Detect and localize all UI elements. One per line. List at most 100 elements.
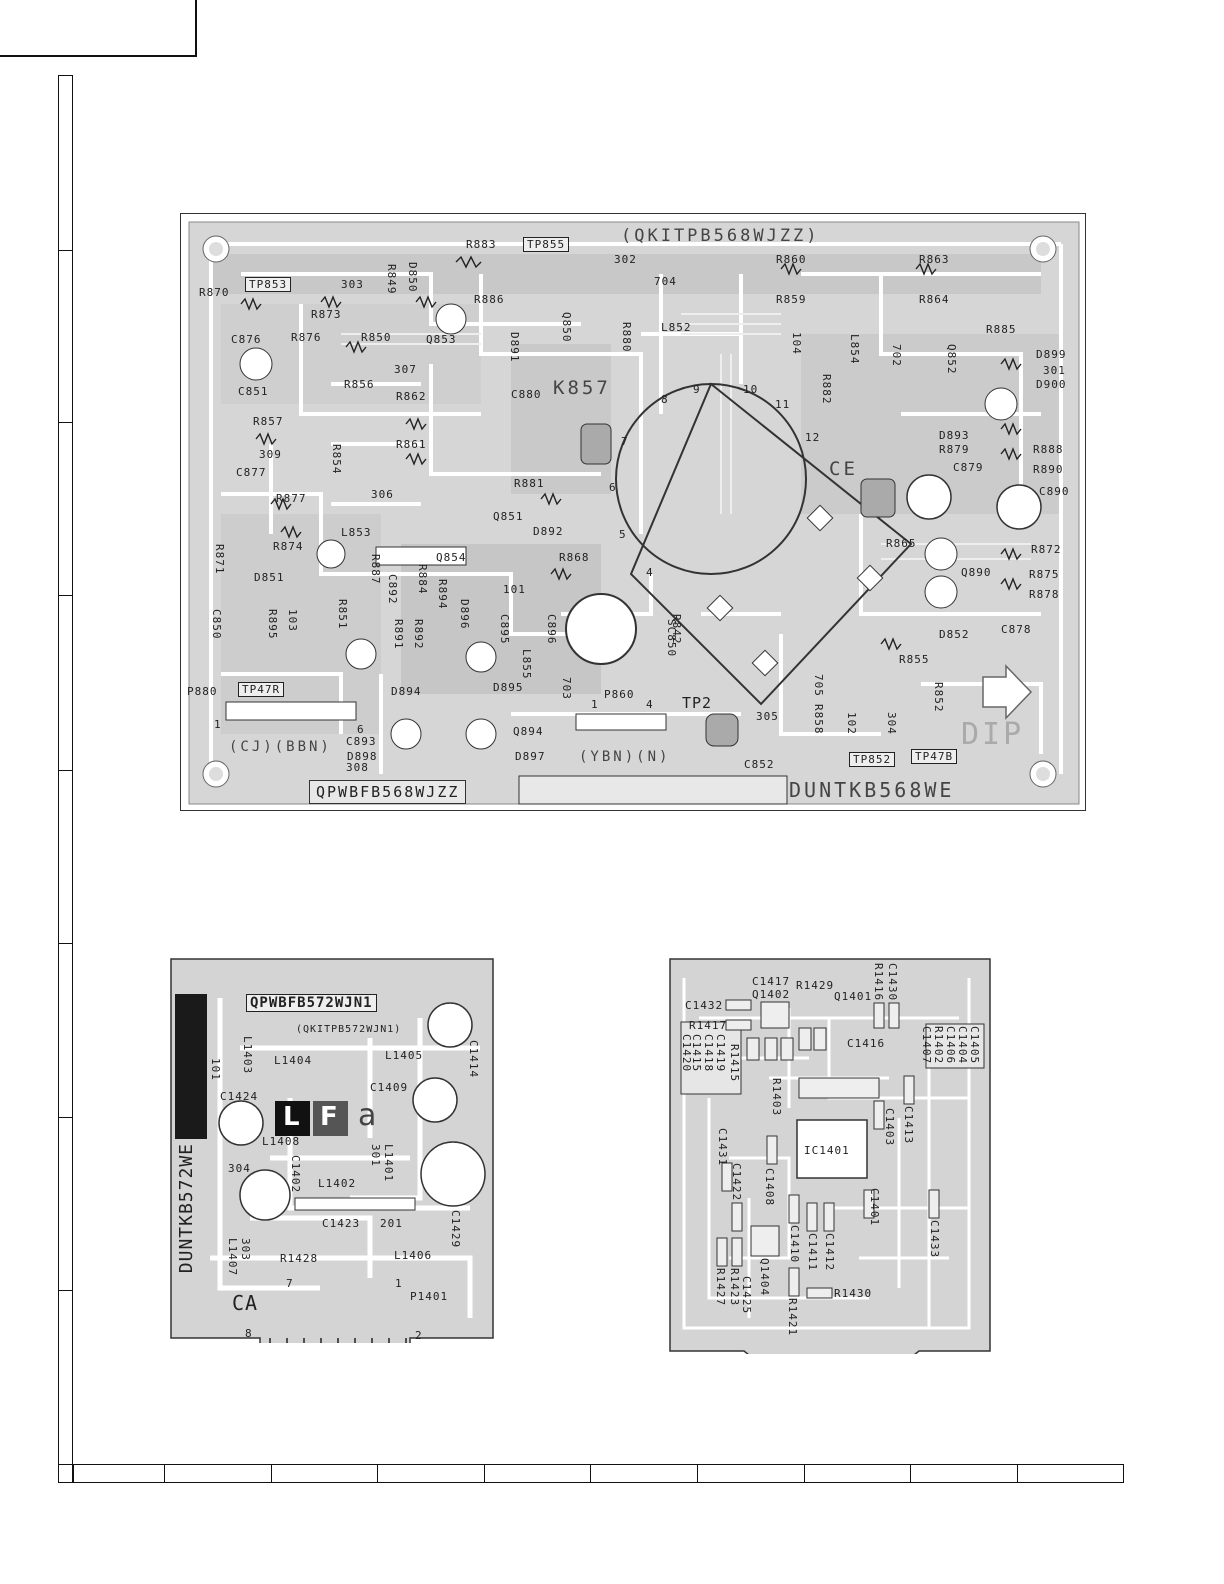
- component-label: TP47R: [238, 682, 285, 697]
- component-label: R880: [620, 322, 633, 353]
- component-label: C1433: [928, 1220, 941, 1259]
- component-label: R860: [776, 253, 807, 266]
- pin-number: 8: [661, 393, 669, 406]
- component-label: L1403: [241, 1036, 254, 1075]
- component-label: C1412: [823, 1233, 836, 1272]
- component-label: 303: [341, 278, 364, 291]
- component-label: 103: [286, 609, 299, 632]
- component-label: SC850: [665, 619, 678, 658]
- component-label: C1408: [763, 1168, 776, 1207]
- component-label: C1430: [886, 963, 899, 1002]
- component-label: C1415: [690, 1034, 703, 1073]
- component-label: R1428: [280, 1252, 319, 1265]
- component-label: L1405: [385, 1049, 424, 1062]
- component-label: L854: [848, 334, 861, 365]
- zone-tick: [377, 1464, 378, 1483]
- component-label: L1401: [382, 1144, 395, 1183]
- component-label: R1415: [728, 1044, 741, 1083]
- component-label: TP2: [682, 694, 713, 712]
- component-label: Q1401: [834, 990, 873, 1003]
- component-label: R892: [412, 619, 425, 650]
- unit-name: DUNTKB568WE: [789, 778, 955, 802]
- component-label: R870: [199, 286, 230, 299]
- lf-board-subcode: (QKITPB572WJN1): [296, 1024, 402, 1035]
- component-label: C1409: [370, 1081, 409, 1094]
- component-label: C1425: [740, 1276, 753, 1315]
- component-label: 306: [371, 488, 394, 501]
- lf-mark-f: F: [320, 1102, 338, 1132]
- component-label: C1407: [920, 1026, 933, 1065]
- component-label: Q1402: [752, 988, 791, 1001]
- pin-number: 6: [357, 723, 365, 736]
- component-label: Q851: [493, 510, 524, 523]
- component-label: R861: [396, 438, 427, 451]
- component-label: C1401: [868, 1188, 881, 1227]
- component-label: C850: [210, 609, 223, 640]
- component-label: R875: [1029, 568, 1060, 581]
- zone-tick: [58, 770, 73, 771]
- component-label: L852: [661, 321, 692, 334]
- ce-mark: CE: [829, 458, 858, 480]
- board-bottom-code: QPWBFB568WJZZ: [309, 780, 467, 804]
- component-label: R894: [436, 579, 449, 610]
- component-label: R858: [812, 704, 825, 735]
- component-label: R865: [886, 537, 917, 550]
- main-pcb-traces: [188, 221, 1080, 805]
- component-label: Q850: [560, 312, 573, 343]
- component-label: 201: [380, 1217, 403, 1230]
- pin-number: 6: [609, 481, 617, 494]
- component-label: C892: [386, 574, 399, 605]
- component-label: Q890: [961, 566, 992, 579]
- component-label: R856: [344, 378, 375, 391]
- component-label: C1429: [449, 1210, 462, 1249]
- component-label: C1410: [788, 1225, 801, 1264]
- component-label: C896: [545, 614, 558, 645]
- component-label: D851: [254, 571, 285, 584]
- component-label: C1413: [902, 1106, 915, 1145]
- component-label: 301: [369, 1144, 382, 1167]
- component-label: C876: [231, 333, 262, 346]
- component-label: TP853: [245, 277, 292, 292]
- component-label: C1406: [944, 1026, 957, 1065]
- component-label: P880: [187, 685, 218, 698]
- zone-tick: [164, 1464, 165, 1483]
- component-label: 304: [885, 712, 898, 735]
- bottom-zone-rule: [58, 1464, 1124, 1483]
- component-label: 303: [239, 1238, 252, 1261]
- pin-number: 2: [415, 1329, 423, 1342]
- component-label: R887: [369, 554, 382, 585]
- component-label: L1404: [274, 1054, 313, 1067]
- component-label: R849: [385, 264, 398, 295]
- component-label: C1418: [702, 1034, 715, 1073]
- zone-tick: [58, 595, 73, 596]
- pin-number: 10: [743, 383, 759, 396]
- component-label: C890: [1039, 485, 1070, 498]
- component-label: D897: [515, 750, 546, 763]
- pin-number: 8: [245, 1327, 253, 1340]
- component-label: C852: [744, 758, 775, 771]
- component-label: R882: [820, 374, 833, 405]
- component-label: R1429: [796, 979, 835, 992]
- component-label: D894: [391, 685, 422, 698]
- component-label: D900: [1036, 378, 1067, 391]
- component-label: R850: [361, 331, 392, 344]
- lf-mark-l: L: [283, 1102, 300, 1132]
- component-label: L1406: [394, 1249, 433, 1262]
- pin-number: 1: [395, 1277, 403, 1290]
- component-label: R857: [253, 415, 284, 428]
- component-label: C1405: [968, 1026, 981, 1065]
- component-label: Q894: [513, 725, 544, 738]
- component-label: R1416: [872, 963, 885, 1002]
- component-label: C1414: [467, 1040, 480, 1079]
- component-label: 702: [890, 344, 903, 367]
- component-label: D891: [508, 332, 521, 363]
- component-label: R1402: [932, 1026, 945, 1065]
- component-label: L853: [341, 526, 372, 539]
- lf-board-code: QPWBFB572WJN1: [246, 994, 377, 1012]
- component-label: R895: [266, 609, 279, 640]
- component-label: R877: [276, 492, 307, 505]
- connector-mid-label: (YBN)(N): [579, 749, 671, 765]
- component-label: L1402: [318, 1177, 357, 1190]
- pin-number: 11: [775, 398, 791, 411]
- component-label: R1423: [728, 1268, 741, 1307]
